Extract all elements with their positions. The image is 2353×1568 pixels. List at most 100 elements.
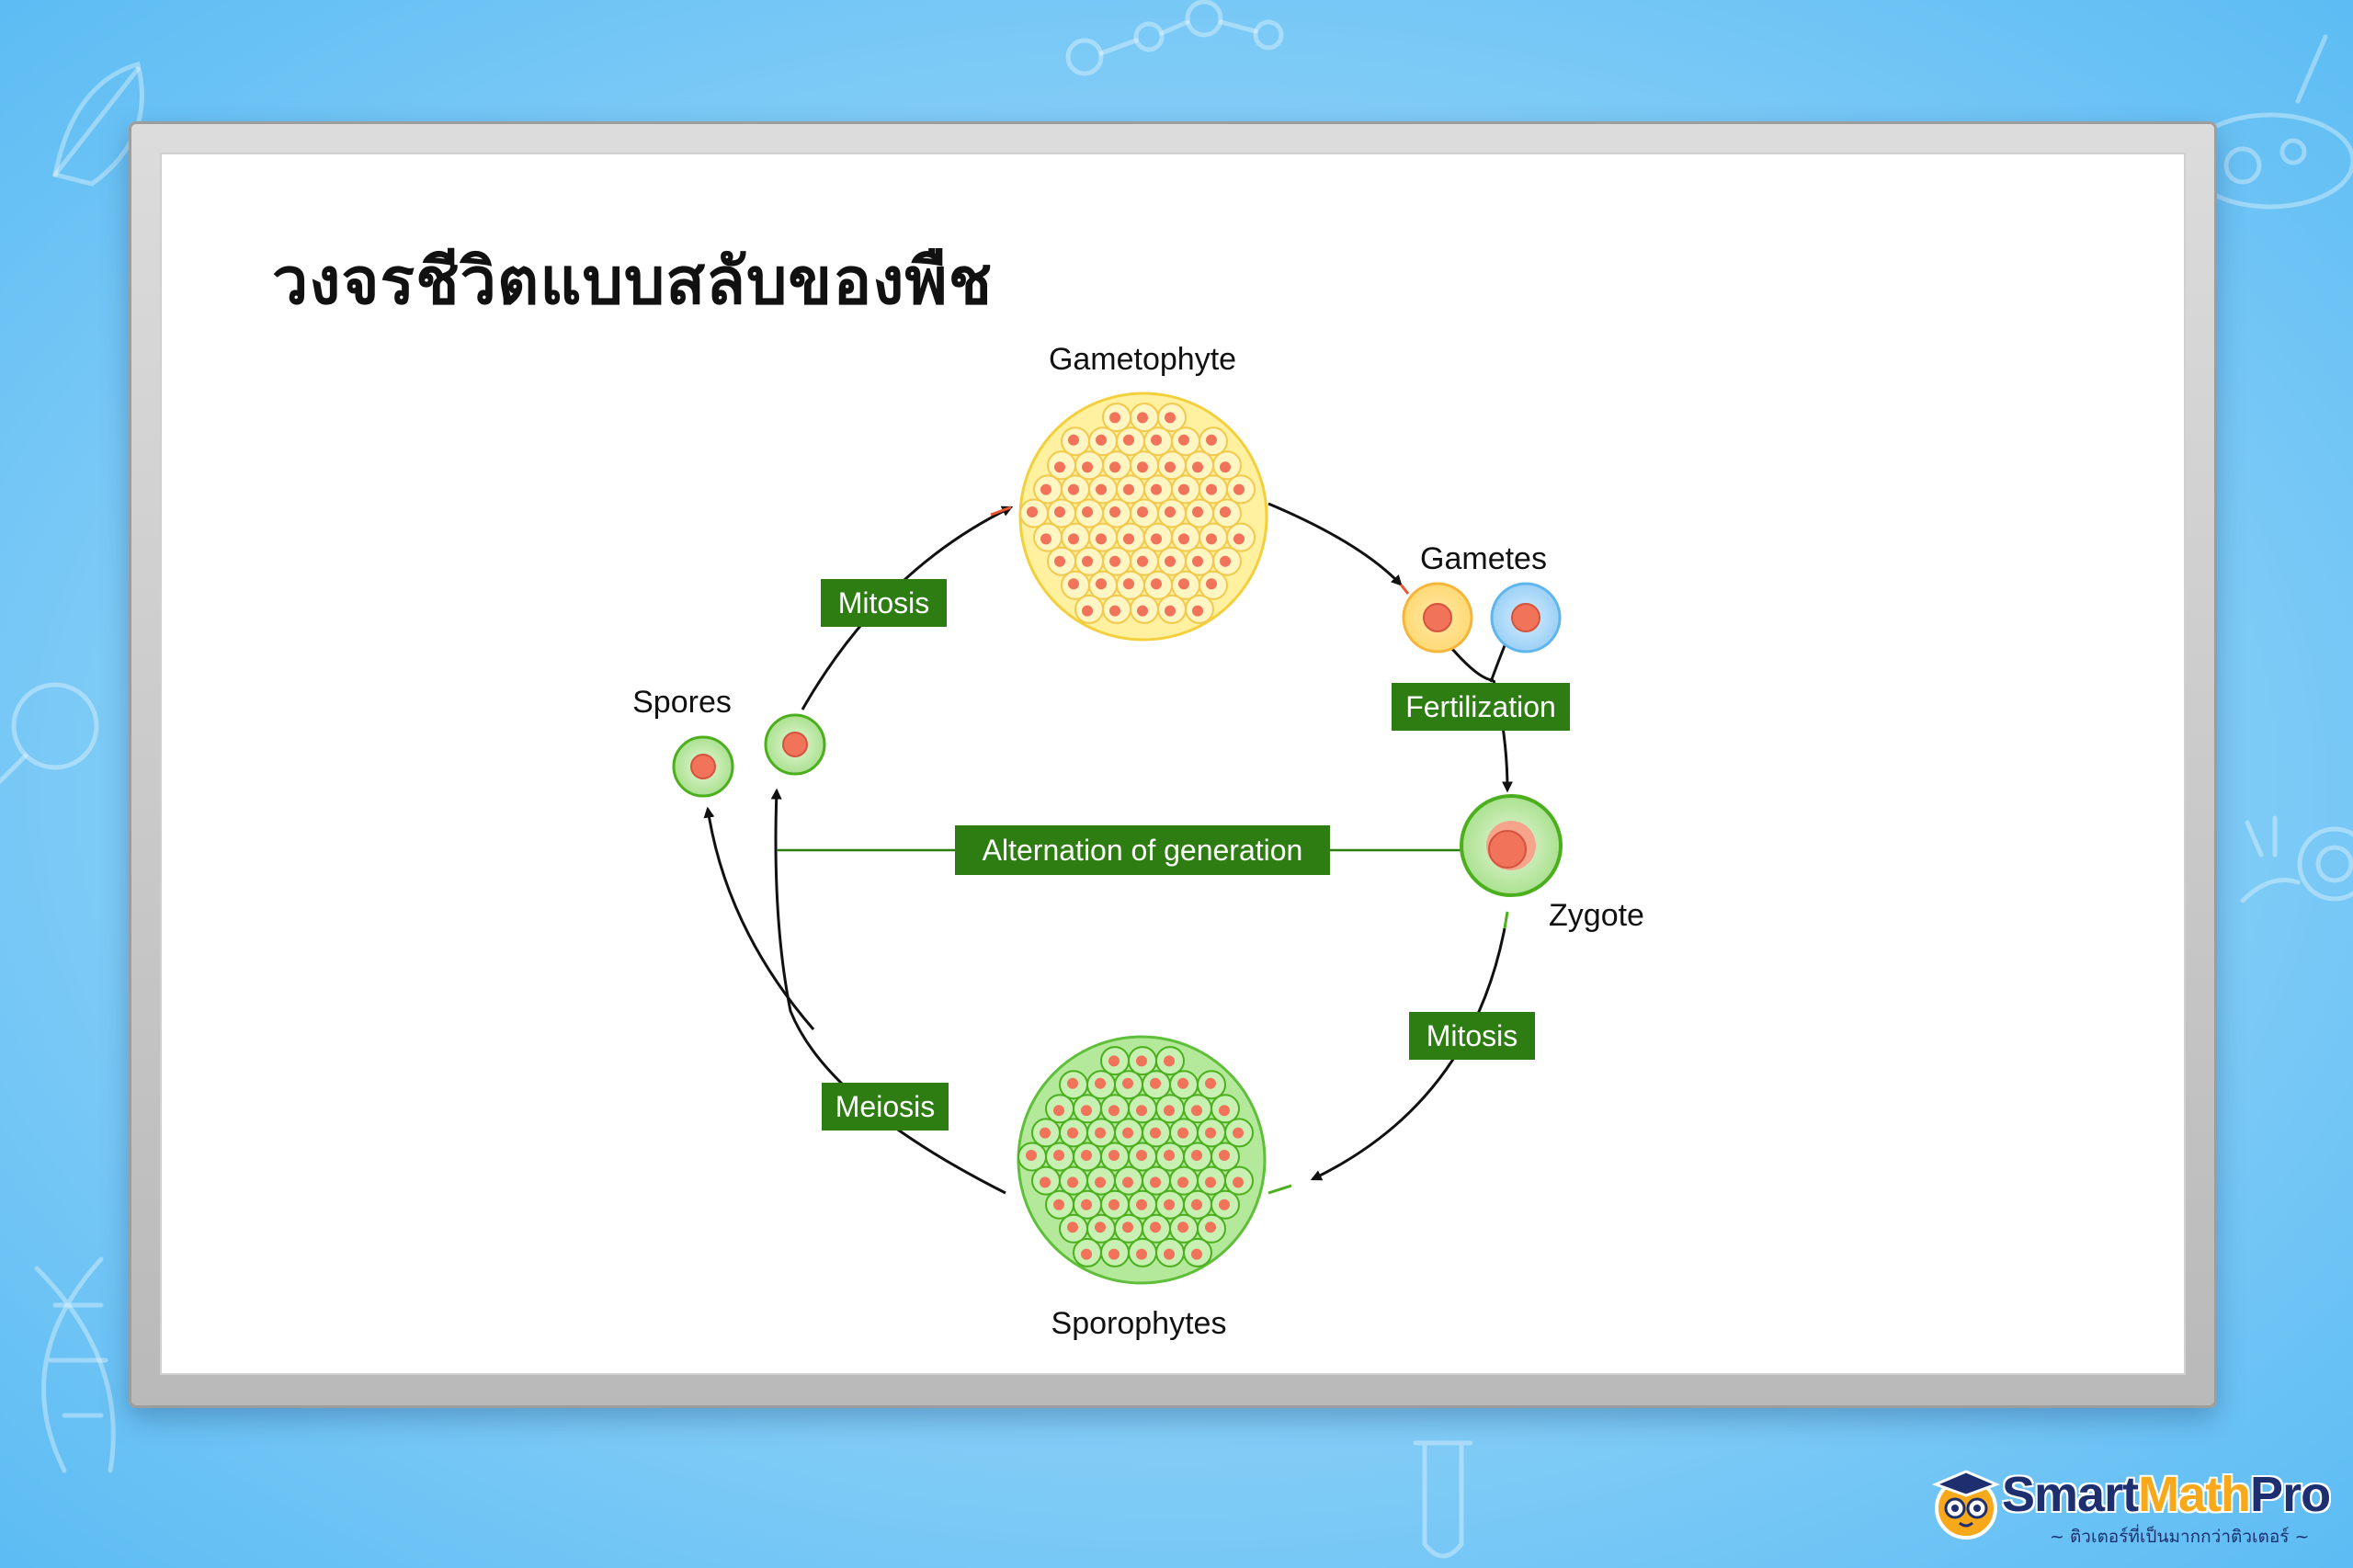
leaf-icon: [52, 61, 144, 187]
cell-nucleus: [1206, 578, 1217, 590]
cell-nucleus: [1067, 1077, 1078, 1089]
process-box-mitosis-bottom: Mitosis: [1409, 1012, 1535, 1060]
cell-nucleus: [1165, 555, 1176, 567]
cell-nucleus: [1164, 1248, 1175, 1260]
cell-nucleus: [1108, 1055, 1120, 1067]
cell-nucleus: [1191, 1150, 1202, 1161]
label-zygote: Zygote: [1549, 898, 1644, 933]
svg-text:Fertilization: Fertilization: [1405, 690, 1556, 723]
cell-nucleus: [1137, 605, 1148, 617]
cell-nucleus: [1109, 412, 1120, 424]
svg-text:Meiosis: Meiosis: [835, 1090, 935, 1123]
label-gametophyte: Gametophyte: [1049, 342, 1236, 377]
cell-nucleus: [1053, 1199, 1064, 1210]
cell-nucleus: [1192, 555, 1203, 567]
page-title: วงจรชีวิตแบบสลับของพืช: [272, 244, 994, 319]
cell-nucleus: [1095, 1077, 1106, 1089]
cell-nucleus: [1123, 578, 1134, 590]
cell-nucleus: [1219, 1105, 1230, 1117]
cell-nucleus: [1082, 506, 1093, 517]
cell-nucleus: [1067, 1127, 1078, 1139]
cell-nucleus: [1219, 1150, 1230, 1161]
cell-nucleus: [1192, 506, 1203, 517]
cell-nucleus: [1122, 1221, 1133, 1233]
cell-nucleus: [1206, 533, 1217, 545]
logo-wordmark: SmartMathPro: [2002, 1467, 2331, 1522]
cell-nucleus: [1206, 434, 1217, 446]
arrow-sporophyte-to-spores-b: [703, 806, 815, 1030]
cell-nucleus: [1108, 1199, 1120, 1210]
cell-nucleus: [1095, 1176, 1106, 1188]
cell-nucleus: [1191, 1105, 1202, 1117]
process-box-mitosis-top: Mitosis: [821, 579, 947, 627]
cell-nucleus: [1192, 605, 1203, 617]
gamete-female-cell: [1402, 582, 1473, 653]
cell-nucleus: [1150, 1221, 1161, 1233]
cell-nucleus: [1096, 434, 1107, 446]
cell-nucleus: [1136, 1199, 1147, 1210]
sporophyte-cluster: [1017, 1035, 1267, 1285]
cell-nucleus: [1205, 1077, 1216, 1089]
cell-nucleus: [1220, 461, 1231, 473]
cell-nucleus: [1233, 483, 1245, 495]
cell-nucleus: [1150, 1176, 1161, 1188]
arrow-sporophyte-to-spores-a: [770, 788, 1006, 1195]
molecule-icon: [1065, 0, 1284, 76]
cell-nucleus: [1177, 1077, 1188, 1089]
cell-nucleus: [1192, 461, 1203, 473]
cell-nucleus: [1206, 483, 1217, 495]
label-spores: Spores: [632, 685, 732, 720]
cell-nucleus: [1164, 1150, 1175, 1161]
cell-nucleus: [1233, 533, 1245, 545]
cell-nucleus: [1109, 555, 1120, 567]
cell-nucleus: [1068, 533, 1079, 545]
label-sporophytes: Sporophytes: [1051, 1306, 1227, 1341]
cell-nucleus: [1096, 578, 1107, 590]
cell-nucleus: [1082, 555, 1093, 567]
cell-nucleus: [1081, 1248, 1092, 1260]
test-tube-icon: [1413, 1440, 1473, 1559]
cell-nucleus: [1177, 1176, 1188, 1188]
cell-nucleus: [1137, 506, 1148, 517]
cell-nucleus: [1068, 578, 1079, 590]
svg-text:Mitosis: Mitosis: [838, 586, 930, 619]
cell-nucleus: [1178, 434, 1189, 446]
cell-nucleus: [1082, 461, 1093, 473]
cell-nucleus: [1123, 483, 1134, 495]
gamete-male-cell: [1490, 582, 1562, 653]
cell-nucleus: [1053, 1105, 1064, 1117]
cell-nucleus: [1165, 605, 1176, 617]
cell-nucleus: [1054, 506, 1065, 517]
arrow-gametophyte-to-gametes: [1267, 502, 1403, 586]
cell-nucleus: [1165, 506, 1176, 517]
cell-nucleus: [1040, 483, 1051, 495]
process-box-meiosis: Meiosis: [822, 1083, 949, 1131]
cell-nucleus: [1122, 1127, 1133, 1139]
svg-text:Mitosis: Mitosis: [1427, 1019, 1518, 1052]
cell-nucleus: [1068, 483, 1079, 495]
cell-nucleus: [1164, 1199, 1175, 1210]
cell-nucleus: [1137, 555, 1148, 567]
cell-nucleus: [1205, 1221, 1216, 1233]
cell-nucleus: [1151, 533, 1162, 545]
cell-nucleus: [1081, 1105, 1092, 1117]
cell-nucleus: [1205, 1127, 1216, 1139]
cell-nucleus: [1136, 1105, 1147, 1117]
dna-icon: [34, 1256, 116, 1473]
cell-nucleus: [1150, 1077, 1161, 1089]
cell-nucleus: [1081, 1199, 1092, 1210]
cell-nucleus: [1191, 1248, 1202, 1260]
process-box-fertilization: Fertilization: [1392, 683, 1570, 731]
cell-nucleus: [1178, 578, 1189, 590]
cell-nucleus: [1109, 461, 1120, 473]
zygote-cell: [1460, 794, 1563, 897]
cell-nucleus: [1151, 483, 1162, 495]
cell-nucleus: [1122, 1077, 1133, 1089]
magnifier-icon: [0, 682, 99, 785]
cell-nucleus: [1067, 1221, 1078, 1233]
cell-nucleus: [1177, 1127, 1188, 1139]
cell-nucleus: [1136, 1150, 1147, 1161]
cell-nucleus: [1165, 412, 1176, 424]
cell-nucleus: [1205, 1176, 1216, 1188]
